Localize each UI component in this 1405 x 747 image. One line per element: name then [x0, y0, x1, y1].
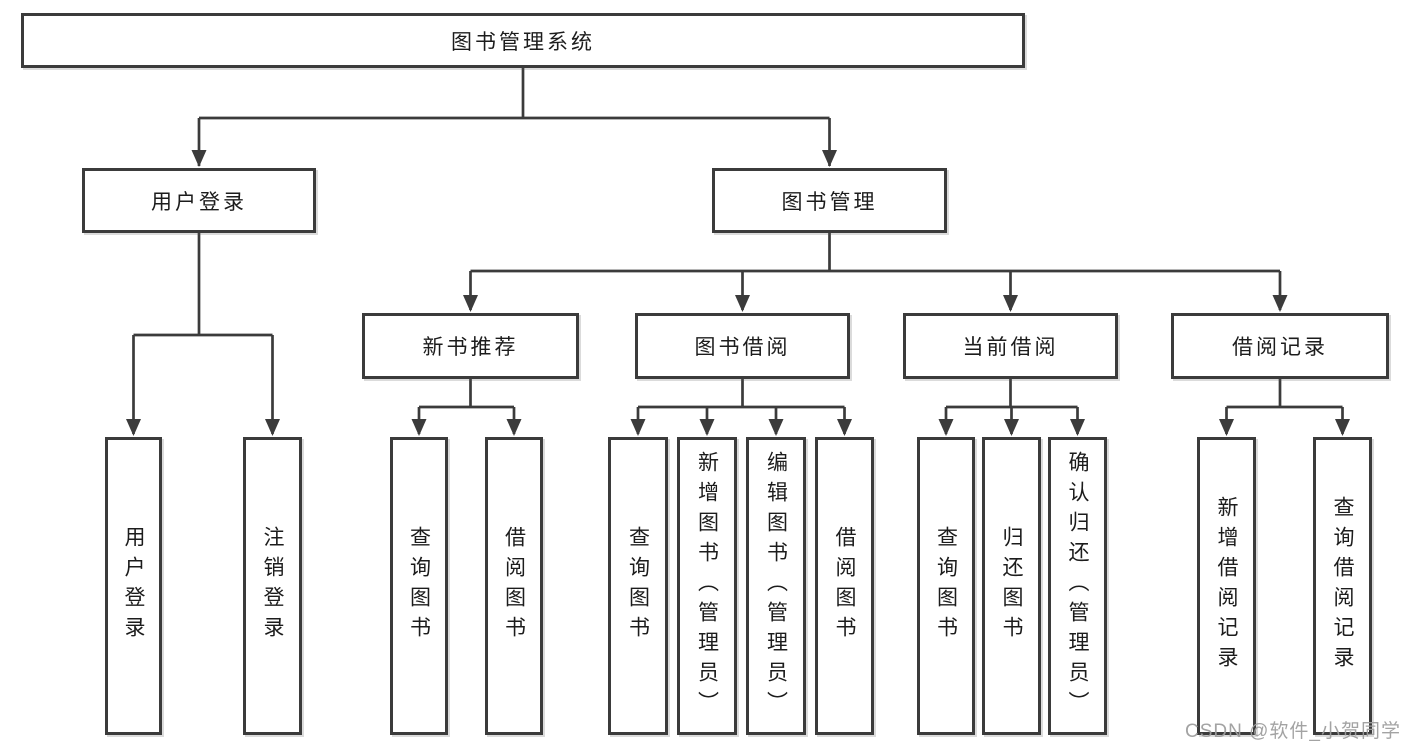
- node-root: 图书管理系统: [21, 13, 1025, 68]
- leaf-add-borrow-record: 新增借阅记录: [1197, 437, 1256, 735]
- leaf-confirm-return-admin: 确认归还（管理员）: [1048, 437, 1107, 735]
- csdn-watermark: CSDN @软件_小贺同学: [1185, 721, 1401, 742]
- node-borrowing-records: 借阅记录: [1171, 313, 1389, 379]
- leaf-return-book: 归还图书: [982, 437, 1041, 735]
- node-new-book-recommendation: 新书推荐: [362, 313, 579, 379]
- leaf-logout: 注销登录: [243, 437, 302, 735]
- node-book-management: 图书管理: [712, 168, 947, 233]
- leaf-query-books-current: 查询图书: [917, 437, 975, 735]
- leaf-user-login: 用户登录: [105, 437, 162, 735]
- leaf-borrow-books-borrowing: 借阅图书: [815, 437, 874, 735]
- leaf-query-books-borrowing: 查询图书: [608, 437, 668, 735]
- leaf-borrow-books-recommend: 借阅图书: [485, 437, 543, 735]
- arrowheads: [126, 150, 1350, 436]
- leaf-query-books-recommend: 查询图书: [390, 437, 448, 735]
- leaf-query-borrow-record: 查询借阅记录: [1313, 437, 1372, 735]
- leaf-add-book-admin: 新增图书（管理员）: [677, 437, 737, 735]
- leaf-edit-book-admin: 编辑图书（管理员）: [746, 437, 806, 735]
- node-user-login: 用户登录: [82, 168, 316, 233]
- node-current-borrowing: 当前借阅: [903, 313, 1118, 379]
- node-book-borrowing: 图书借阅: [635, 313, 850, 379]
- connector-paths: [132, 68, 1344, 434]
